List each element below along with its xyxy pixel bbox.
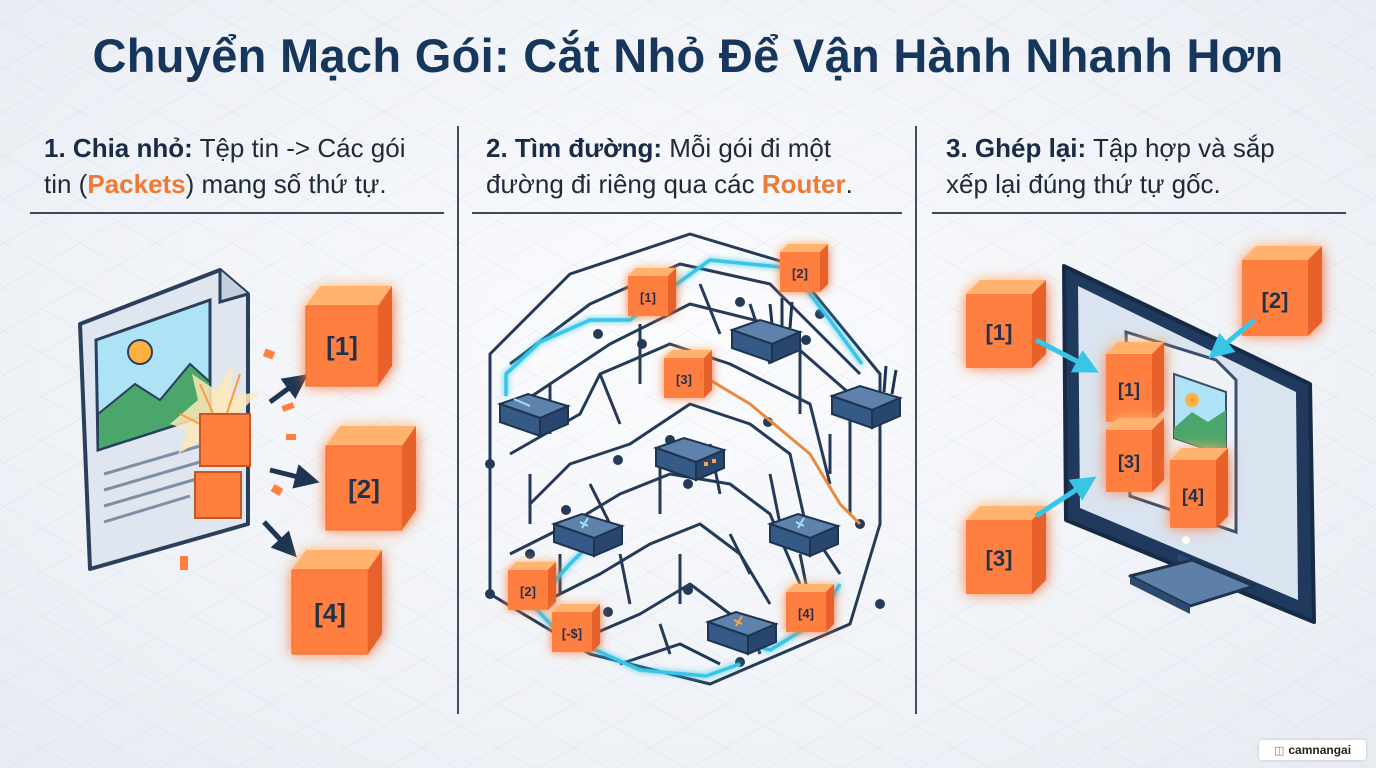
router-icon — [767, 512, 841, 558]
packet-cube: [-$] — [552, 604, 600, 652]
step-1-heading: 1. Chia nhỏ: Tệp tin -> Các gói tin (Pac… — [44, 130, 449, 202]
packet-cube: [2] — [325, 426, 416, 531]
source-badge-text: camnangai — [1288, 743, 1352, 757]
book-icon: ◫ — [1273, 744, 1285, 757]
arrow-to-packet-2 — [269, 464, 320, 489]
packet-cube: [3] — [664, 350, 712, 398]
panel-3-illustration: [1] [3] [4] [1] [2] [3] — [966, 246, 1322, 624]
packet-label: [-$] — [562, 626, 582, 641]
step-1-highlight: Packets — [87, 169, 186, 199]
arrow-to-packet-1 — [268, 374, 309, 405]
arrow-packet-2-to-screen — [1208, 318, 1256, 359]
router-icon — [829, 365, 903, 430]
step-3-number: 3. — [946, 133, 968, 163]
packet-cube: [3] — [1106, 418, 1164, 492]
arrow-to-packet-4 — [262, 520, 297, 558]
step-1-keyword: Chia nhỏ: — [72, 133, 193, 163]
packet-cube: [1] — [305, 286, 392, 387]
step-2-heading: 2. Tìm đường: Mỗi gói đi một đường đi ri… — [486, 130, 906, 202]
step-2-line1: Mỗi gói đi một — [669, 133, 832, 163]
packet-label: [2] — [1262, 288, 1289, 313]
shatter-effect — [170, 348, 296, 570]
step-2-pre: đường đi riêng qua các — [486, 169, 762, 199]
step-2-post: . — [845, 169, 853, 199]
packet-cube: [1] — [628, 268, 676, 316]
step-2-highlight: Router — [761, 169, 846, 199]
router-icon — [653, 436, 727, 482]
router-icon — [705, 610, 779, 656]
packet-cube: [2] — [508, 562, 556, 610]
packet-label: [1] — [986, 320, 1013, 345]
source-badge: ◫ camnangai — [1259, 740, 1366, 760]
packet-label: [2] — [792, 266, 808, 281]
column-separator-1 — [457, 126, 459, 714]
packet-label: [4] — [1182, 486, 1204, 506]
panel-2-illustration: [1] [2] [3] [2] [-$] [4] — [485, 232, 903, 686]
panel-1-illustration: [1] [2] [4] — [78, 268, 416, 655]
step-1-pre: tin ( — [44, 169, 88, 199]
orange-route-path — [699, 372, 862, 526]
column-separator-2 — [915, 126, 917, 714]
packet-cube: [1] — [1106, 342, 1164, 422]
router-icon — [551, 512, 625, 558]
page-title: Chuyển Mạch Gói: Cắt Nhỏ Để Vận Hành Nha… — [92, 29, 1284, 82]
packet-label: [3] — [1118, 452, 1140, 472]
packet-label: [1] — [640, 290, 656, 305]
step-3-keyword: Ghép lại: — [974, 133, 1087, 163]
packet-label: [2] — [520, 584, 536, 599]
arrow-packet-3-to-screen — [1034, 476, 1097, 519]
packet-label: [1] — [326, 331, 358, 361]
step-3-line1: Tập hợp và sắp — [1092, 133, 1275, 163]
heading-underline-2 — [472, 212, 902, 214]
packet-label: [3] — [676, 372, 692, 387]
step-3-heading: 3. Ghép lại: Tập hợp và sắp xếp lại đúng… — [946, 130, 1351, 202]
packet-cube: [1] — [966, 280, 1046, 368]
packet-label: [2] — [348, 474, 380, 504]
step-2-number: 2. — [486, 133, 508, 163]
heading-underline-3 — [932, 212, 1346, 214]
packet-cube: [4] — [1170, 448, 1228, 528]
packet-cube: [4] — [786, 584, 834, 632]
packet-cube: [3] — [966, 506, 1046, 594]
step-1-post: ) mang số thứ tự. — [185, 169, 387, 199]
step-1-line1: Tệp tin -> Các gói — [199, 133, 406, 163]
heading-underline-1 — [30, 212, 444, 214]
packet-cube: [2] — [780, 244, 828, 292]
packet-label: [3] — [986, 546, 1013, 571]
step-1-number: 1. — [44, 133, 66, 163]
router-icon — [729, 298, 803, 364]
router-icon — [497, 392, 571, 438]
packet-cube: [2] — [1242, 246, 1322, 336]
packet-cube: [4] — [291, 550, 382, 655]
step-3-line2: xếp lại đúng thứ tự gốc. — [946, 169, 1221, 199]
packet-label: [4] — [798, 606, 814, 621]
packet-label: [1] — [1118, 380, 1140, 400]
arrow-packet-1-to-screen — [1034, 337, 1099, 373]
packet-label: [4] — [314, 598, 346, 628]
step-2-keyword: Tìm đường: — [514, 133, 662, 163]
